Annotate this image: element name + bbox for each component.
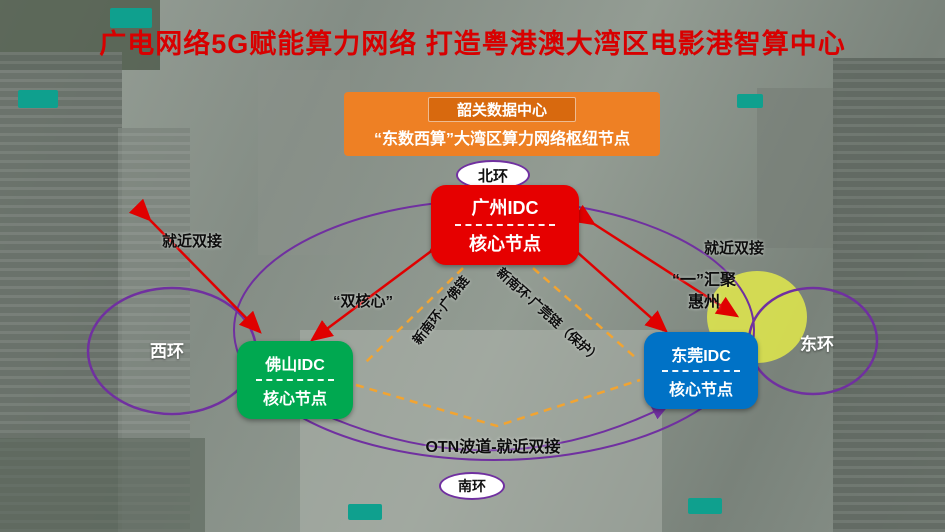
node-dongguan-name: 东莞IDC [671,347,731,365]
photo-rooftop-sign [348,504,382,520]
photo-building [833,58,945,532]
shaoguan-datacenter-label: 韶关数据中心 [427,97,576,122]
photo-building [757,88,837,248]
node-divider [454,224,556,226]
south-ring-badge: 南环 [439,472,505,500]
node-divider [255,379,335,381]
node-foshan-idc: 佛山IDC 核心节点 [237,341,353,419]
photo-building [258,70,350,255]
photo-rooftop-sign [688,498,722,514]
node-foshan-role: 核心节点 [262,391,327,408]
page-title: 广电网络5G赋能算力网络 打造粤港澳大湾区电影港智算中心 [99,29,846,59]
shaoguan-banner: 韶关数据中心 “东数西算”大湾区算力网络枢纽节点 [344,92,660,156]
node-guangzhou-idc: 广州IDC 核心节点 [431,185,579,265]
node-guangzhou-name: 广州IDC [471,198,539,218]
hub-node-label: “东数西算”大湾区算力网络枢纽节点 [373,131,630,148]
node-guangzhou-role: 核心节点 [469,234,541,254]
access-label-east: 就近双接 [704,240,765,257]
node-divider [662,369,740,372]
photo-greenery [0,438,205,532]
dual-core-label: “双核心” [333,293,394,310]
access-label-west: 就近双接 [162,233,223,250]
node-foshan-name: 佛山IDC [265,357,325,374]
east-ring-label: 东环 [800,335,834,354]
huizhou-label: “一”汇聚 惠州 [656,270,752,313]
south-ring-label: 南环 [458,478,486,494]
node-dongguan-idc: 东莞IDC 核心节点 [644,332,758,409]
huizhou-label-line1: “一”汇聚 [671,272,736,289]
node-dongguan-role: 核心节点 [668,381,733,399]
photo-rooftop-sign [110,8,152,28]
photo-rooftop-sign [737,94,763,108]
otn-label: OTN波道-就近双接 [425,439,561,456]
north-ring-label: 北环 [477,167,508,185]
photo-rooftop-sign [18,90,58,108]
huizhou-label-line2: 惠州 [687,293,720,311]
west-ring-label: 西环 [150,342,184,361]
